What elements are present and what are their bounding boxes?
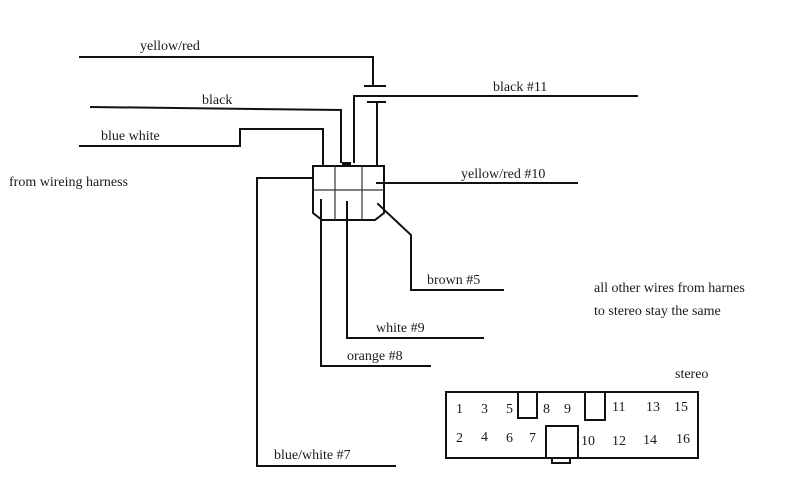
stereo-connector <box>445 391 699 464</box>
label-yellow-red-10: yellow/red #10 <box>461 167 545 182</box>
pin-4: 4 <box>481 430 488 445</box>
connector-plug <box>312 162 385 221</box>
pin-8: 8 <box>543 402 550 417</box>
pin-7: 7 <box>529 431 536 446</box>
stereo-pins-bottom: 2 4 6 7 10 12 14 16 <box>456 430 690 449</box>
label-brown-5: brown #5 <box>427 273 480 288</box>
pin-3: 3 <box>481 402 488 417</box>
stereo-pins-top: 1 3 5 8 9 11 13 15 <box>456 400 688 417</box>
wire-blue-white: blue white <box>79 128 324 169</box>
label-blue-white-7: blue/white #7 <box>274 448 351 463</box>
wire-black-11: black #11 <box>353 80 638 168</box>
pin-5: 5 <box>506 402 513 417</box>
note-line-1: all other wires from harnes <box>594 281 745 296</box>
wire-orange-8: orange #8 <box>320 199 431 367</box>
harness-note: from wireing harness <box>9 175 128 190</box>
wire-black: black <box>89 93 342 163</box>
wire-white-9: white #9 <box>346 201 484 339</box>
note-line-2: to stereo stay the same <box>594 304 721 319</box>
pin-2: 2 <box>456 431 463 446</box>
label-black-11: black #11 <box>493 80 547 95</box>
pin-12: 12 <box>612 434 626 449</box>
label-orange-8: orange #8 <box>347 349 403 364</box>
pin-15: 15 <box>674 400 688 415</box>
label-yellow-red: yellow/red <box>140 39 200 54</box>
pin-16: 16 <box>676 432 690 447</box>
wire-brown-5: brown #5 <box>376 202 504 291</box>
pin-14: 14 <box>643 433 657 448</box>
pin-10: 10 <box>581 434 595 449</box>
pin-6: 6 <box>506 431 513 446</box>
wire-blue-white-7: blue/white #7 <box>256 177 396 467</box>
label-black: black <box>202 93 232 108</box>
pin-9: 9 <box>564 402 571 417</box>
label-white-9: white #9 <box>376 321 425 336</box>
pin-13: 13 <box>646 400 660 415</box>
pin-1: 1 <box>456 402 463 417</box>
label-blue-white: blue white <box>101 129 160 144</box>
wire-yellow-red: yellow/red <box>79 39 386 87</box>
pin-11: 11 <box>612 400 625 415</box>
wire-yellow-red-10: yellow/red #10 <box>376 167 578 184</box>
stereo-label: stereo <box>675 367 708 382</box>
